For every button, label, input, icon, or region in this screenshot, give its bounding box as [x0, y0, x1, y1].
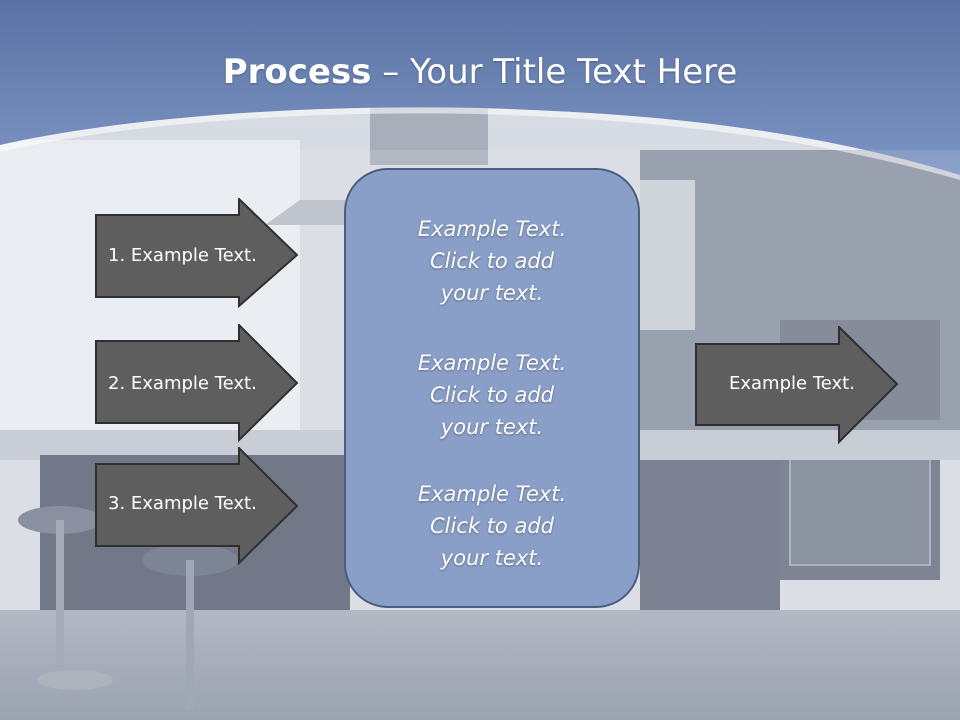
panel-text-line: Example Text.: [417, 217, 567, 241]
panel-text-line: your text.: [440, 546, 544, 570]
right-arrow-shape-icon: [695, 326, 899, 444]
right-arrow-shape-icon: [95, 198, 299, 308]
center-text-panel[interactable]: [344, 168, 640, 608]
panel-text-line: Click to add: [429, 514, 554, 538]
panel-text-block-1[interactable]: Example Text. Click to add your text.: [344, 213, 640, 309]
panel-text-block-2[interactable]: Example Text. Click to add your text.: [344, 347, 640, 443]
left-arrow-1[interactable]: 1. Example Text.: [95, 198, 299, 308]
panel-text-line: Click to add: [429, 249, 554, 273]
left-arrow-label-1: 1. Example Text.: [108, 245, 257, 266]
right-arrow-shape-icon: [95, 447, 299, 565]
left-arrow-3[interactable]: 3. Example Text.: [95, 447, 299, 565]
left-arrow-label-3: 3. Example Text.: [108, 493, 257, 514]
panel-text-line: Click to add: [429, 383, 554, 407]
panel-text-block-3[interactable]: Example Text. Click to add your text.: [344, 478, 640, 574]
left-arrow-label-2: 2. Example Text.: [108, 373, 257, 394]
panel-text-line: Example Text.: [417, 351, 567, 375]
title-rest-text: – Your Title Text Here: [371, 52, 738, 92]
right-arrow-shape-icon: [95, 324, 299, 442]
left-arrow-2[interactable]: 2. Example Text.: [95, 324, 299, 442]
right-arrow[interactable]: Example Text.: [695, 326, 899, 444]
title-bold-text: Process: [222, 52, 372, 92]
slide-title: Process – Your Title Text Here: [0, 52, 960, 92]
right-arrow-label: Example Text.: [729, 373, 855, 394]
panel-text-line: your text.: [440, 281, 544, 305]
panel-text-line: Example Text.: [417, 482, 567, 506]
panel-text-line: your text.: [440, 415, 544, 439]
